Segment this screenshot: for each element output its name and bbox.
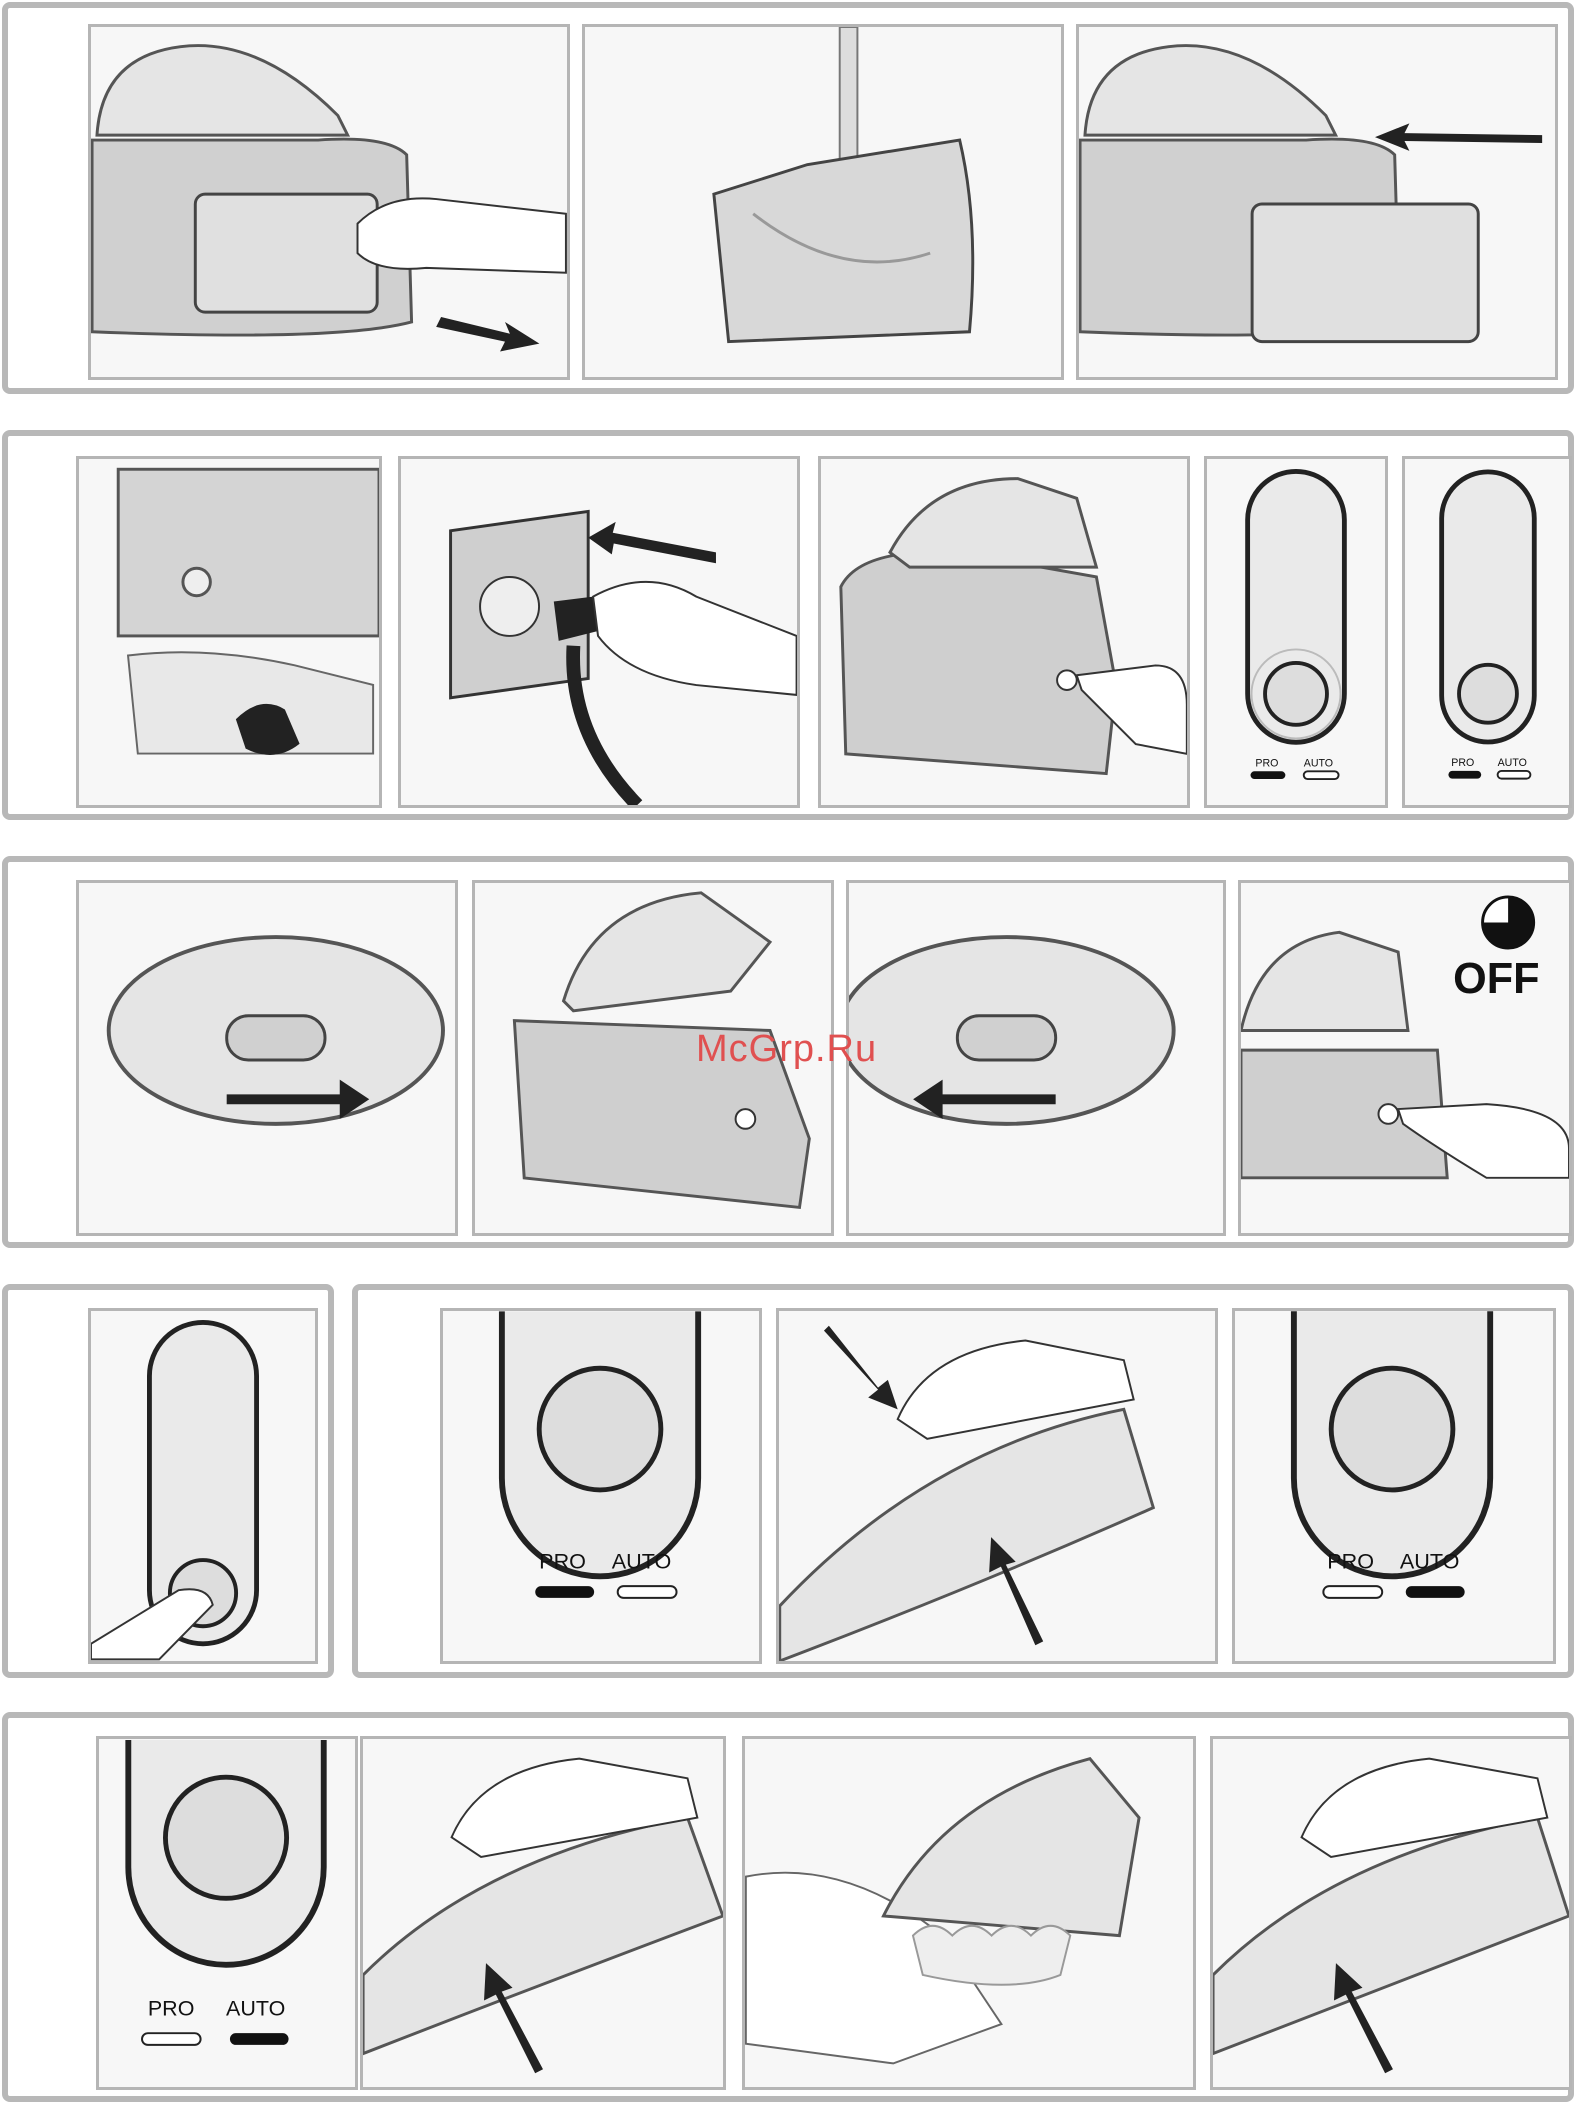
power-button-icon [165, 1777, 286, 1898]
pro-label: PRO [1255, 757, 1278, 769]
panel-auto-mode: PRO AUTO [1232, 1308, 1556, 1664]
water-tank-icon [714, 140, 973, 342]
power-button-icon [736, 1109, 756, 1129]
row-1-frame [2, 2, 1574, 394]
iron-icon [1213, 1818, 1569, 2054]
arrow-icon [436, 317, 539, 351]
pro-label: PRO [539, 1548, 586, 1573]
pro-indicator [1323, 1586, 1382, 1598]
power-button-icon [1265, 663, 1327, 725]
auto-indicator [1304, 771, 1339, 779]
panel-fill-tank [582, 24, 1064, 380]
panel-switch-off: OFF [1238, 880, 1572, 1236]
arrow-icon [1375, 123, 1542, 151]
auto-indicator [1498, 771, 1531, 779]
panel-press-button [88, 1308, 318, 1664]
power-button-icon [1378, 1104, 1398, 1124]
pro-indicator [1448, 771, 1481, 779]
panel-plug-in [398, 456, 800, 808]
iron-icon [363, 1818, 723, 2054]
iron-icon [1085, 46, 1336, 136]
pro-label: PRO [1451, 757, 1474, 769]
iron-icon [780, 1409, 1154, 1661]
panel-iron-trigger-2 [1210, 1736, 1572, 2090]
pro-label: PRO [148, 1997, 195, 2021]
panel-steam-ironing [742, 1736, 1196, 2090]
auto-label: AUTO [1304, 757, 1333, 769]
auto-label: AUTO [1400, 1548, 1460, 1573]
panel-unwind-cord [76, 456, 382, 808]
iron-icon [564, 893, 770, 1011]
power-button-icon [1057, 670, 1077, 690]
panel-remove-tank [88, 24, 570, 380]
row-2-frame: PRO AUTO PRO AUTO [2, 430, 1574, 820]
auto-indicator [230, 2033, 289, 2045]
arrow-icon [824, 1326, 898, 1410]
power-button-icon [1459, 665, 1517, 723]
panel-pro-mode: PRO AUTO [440, 1308, 762, 1664]
power-button-icon [1331, 1368, 1453, 1490]
row-5-frame: PRO AUTO [2, 1712, 1574, 2102]
hand-icon [358, 198, 566, 272]
row-4-left-frame [2, 1284, 334, 1678]
steam-generator-icon [841, 552, 1116, 774]
auto-indicator [1406, 1586, 1465, 1598]
steam-cloud-icon [913, 1926, 1070, 1985]
hand-icon [593, 582, 796, 695]
panel-iron-trigger-1 [360, 1736, 726, 2090]
pro-indicator [142, 2033, 201, 2045]
panel-switch-on [818, 456, 1190, 808]
iron-icon [883, 1759, 1139, 1936]
water-tank-icon [195, 194, 377, 312]
auto-label: AUTO [1498, 757, 1527, 769]
faucet-stream [840, 27, 858, 160]
panel-insert-tank [1076, 24, 1558, 380]
panel-auto-selected: PRO AUTO [96, 1736, 358, 2090]
iron-icon [97, 46, 348, 136]
panel-lock [846, 880, 1226, 1236]
power-button-icon [539, 1368, 661, 1490]
watermark-text: McGrp.Ru [696, 1028, 877, 1071]
panel-steam-trigger [776, 1308, 1218, 1664]
auto-label: AUTO [612, 1548, 672, 1573]
pro-label: PRO [1327, 1548, 1374, 1573]
auto-indicator [618, 1586, 677, 1598]
row-4-right-frame: PRO AUTO PRO AUTO [352, 1284, 1574, 1678]
iron-icon [890, 479, 1096, 567]
water-tank-icon [1252, 204, 1478, 342]
off-label: OFF [1453, 955, 1539, 1003]
steam-generator-icon [118, 469, 379, 636]
pro-indicator [1251, 771, 1286, 779]
auto-label: AUTO [226, 1997, 285, 2021]
plug-icon [554, 597, 598, 641]
pro-indicator [535, 1586, 594, 1598]
power-button-icon [183, 568, 210, 595]
iron-icon [1241, 932, 1408, 1030]
panel-control-auto: PRO AUTO [1402, 456, 1572, 808]
arrow-icon [588, 522, 716, 563]
panel-control-pro: PRO AUTO [1204, 456, 1388, 808]
panel-unlock [76, 880, 458, 1236]
